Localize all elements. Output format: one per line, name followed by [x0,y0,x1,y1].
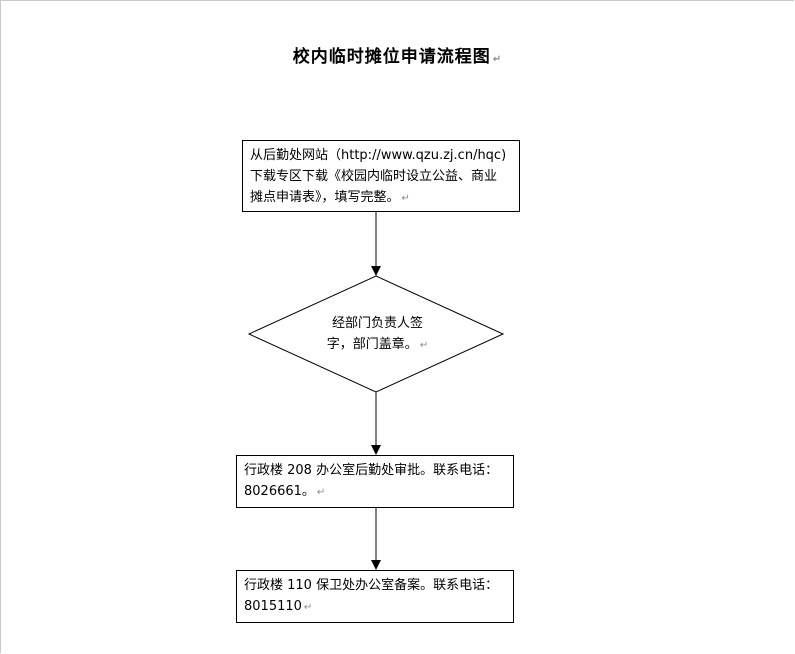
step-download-form: 从后勤处网站（http://www.qzu.zj.cn/hqc) 下载专区下载《… [242,140,520,212]
paragraph-mark-icon: ↵ [401,193,410,204]
step2-line1: 经部门负责人签 [331,316,423,331]
step-logistics-approval: 行政楼 208 办公室后勤处审批。联系电话： 8026661。↵ [236,455,514,508]
paragraph-mark-icon: ↵ [316,487,326,498]
step1-line3: 摊点申请表》，填写完整。 [250,190,400,205]
paragraph-mark-icon: ↵ [419,340,429,351]
title-text: 校内临时摊位申请流程图 [292,47,491,67]
step4-line2: 8015110 [244,599,302,614]
flowchart-title: 校内临时摊位申请流程图↵ [0,42,795,67]
step4-line1: 行政楼 110 保卫处办公室备案。联系电话： [244,578,499,593]
step3-line2: 8026661。 [244,484,315,499]
step2-line2: 字，部门盖章。 [326,337,418,352]
step-department-approval: 经部门负责人签 字，部门盖章。↵ [290,313,465,356]
step1-line2: 下载专区下载《校园内临时设立公益、商业 [250,169,498,184]
step3-line1: 行政楼 208 办公室后勤处审批。联系电话： [244,463,499,478]
step1-line1: 从后勤处网站（http://www.qzu.zj.cn/hqc) [250,148,507,163]
paragraph-mark-icon: ↵ [492,54,503,65]
step-security-record: 行政楼 110 保卫处办公室备案。联系电话： 8015110↵ [236,570,514,623]
paragraph-mark-icon: ↵ [303,602,313,613]
